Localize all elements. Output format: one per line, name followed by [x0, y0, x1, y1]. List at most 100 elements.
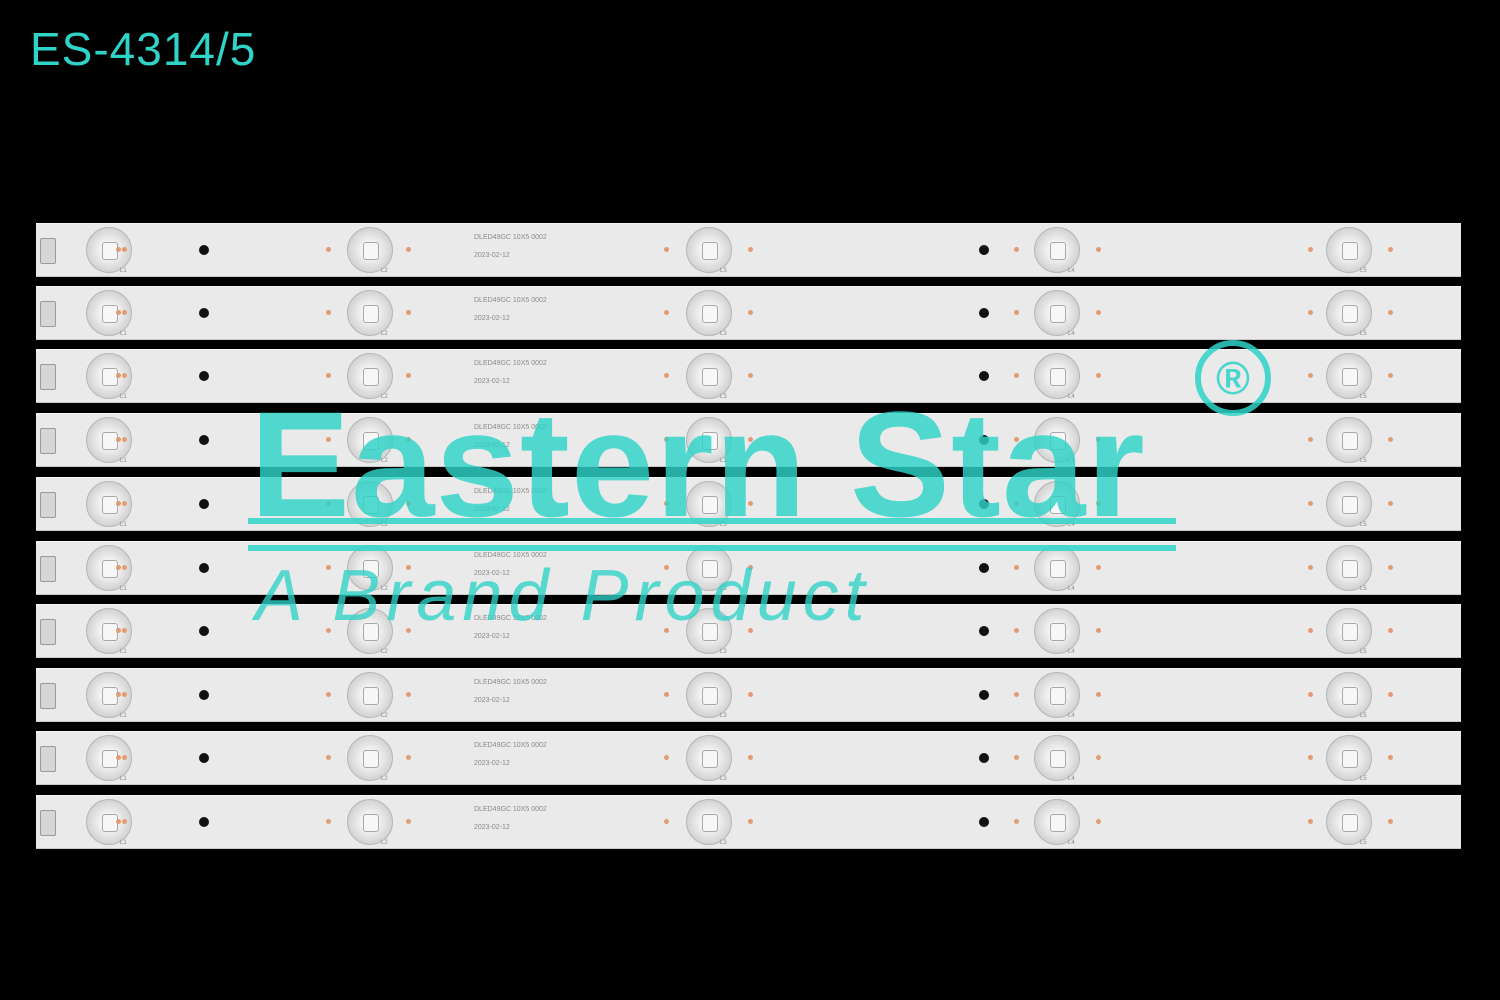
led-lens-icon	[1034, 545, 1080, 591]
solder-pad	[116, 755, 121, 760]
solder-pad	[326, 819, 331, 824]
led-label: L3	[720, 394, 727, 400]
mounting-hole	[199, 435, 209, 445]
solder-pad	[1388, 628, 1393, 633]
led-label: L4	[1068, 840, 1075, 846]
led-label: L4	[1068, 522, 1075, 528]
solder-pad	[1096, 565, 1101, 570]
solder-pad	[1388, 692, 1393, 697]
led-label: L5	[1360, 394, 1367, 400]
led-label: L2	[381, 776, 388, 782]
solder-pad	[1014, 819, 1019, 824]
mounting-hole	[199, 563, 209, 573]
led-lens-icon	[86, 545, 132, 591]
led-label: L4	[1068, 331, 1075, 337]
solder-pad	[1308, 501, 1313, 506]
solder-pad	[122, 501, 127, 506]
led-label: L2	[381, 394, 388, 400]
solder-pad	[748, 437, 753, 442]
led-label: L2	[381, 840, 388, 846]
solder-pad	[1096, 692, 1101, 697]
watermark-tagline: A Brand Product	[255, 556, 871, 636]
solder-pad	[664, 437, 669, 442]
solder-pad	[664, 247, 669, 252]
led-label: L4	[1068, 394, 1075, 400]
led-label: L5	[1360, 776, 1367, 782]
watermark-underline-top	[248, 518, 1176, 524]
led-lens-icon	[686, 735, 732, 781]
led-lens-icon	[1034, 353, 1080, 399]
solder-pad	[406, 819, 411, 824]
led-lens-icon	[686, 227, 732, 273]
solder-pad	[406, 247, 411, 252]
connector-icon	[40, 556, 56, 582]
led-lens-icon	[686, 799, 732, 845]
solder-pad	[1014, 310, 1019, 315]
led-label: L1	[120, 649, 127, 655]
date-silkscreen: 2023-02-12	[474, 442, 510, 449]
connector-icon	[40, 301, 56, 327]
led-lens-icon	[1034, 417, 1080, 463]
solder-pad	[1014, 501, 1019, 506]
led-label: L4	[1068, 268, 1075, 274]
date-silkscreen: 2023-02-12	[474, 697, 510, 704]
led-label: L2	[381, 522, 388, 528]
date-silkscreen: 2023-02-12	[474, 570, 510, 577]
connector-icon	[40, 238, 56, 264]
mounting-hole	[979, 435, 989, 445]
mounting-hole	[979, 245, 989, 255]
solder-pad	[326, 628, 331, 633]
solder-pad	[1014, 373, 1019, 378]
led-lens-icon	[1326, 545, 1372, 591]
mounting-hole	[979, 753, 989, 763]
solder-pad	[1308, 628, 1313, 633]
solder-pad	[1308, 437, 1313, 442]
model-silkscreen: DLED49GC 10X5 0002	[474, 552, 547, 559]
led-label: L2	[381, 331, 388, 337]
solder-pad	[406, 310, 411, 315]
solder-pad	[326, 373, 331, 378]
solder-pad	[326, 247, 331, 252]
solder-pad	[1014, 628, 1019, 633]
led-lens-icon	[1034, 608, 1080, 654]
solder-pad	[1388, 437, 1393, 442]
solder-pad	[748, 819, 753, 824]
mounting-hole	[199, 626, 209, 636]
solder-pad	[326, 310, 331, 315]
solder-pad	[326, 501, 331, 506]
solder-pad	[122, 565, 127, 570]
solder-pad	[116, 692, 121, 697]
led-lens-icon	[1034, 799, 1080, 845]
led-label: L5	[1360, 713, 1367, 719]
solder-pad	[1096, 373, 1101, 378]
model-silkscreen: DLED49GC 10X5 0002	[474, 679, 547, 686]
connector-icon	[40, 364, 56, 390]
registered-mark-icon: ®	[1195, 340, 1271, 416]
solder-pad	[326, 692, 331, 697]
led-lens-icon	[86, 799, 132, 845]
led-label: L5	[1360, 649, 1367, 655]
solder-pad	[1388, 755, 1393, 760]
led-lens-icon	[1326, 799, 1372, 845]
solder-pad	[406, 692, 411, 697]
mounting-hole	[979, 371, 989, 381]
solder-pad	[122, 247, 127, 252]
solder-pad	[1096, 501, 1101, 506]
led-label: L2	[381, 268, 388, 274]
solder-pad	[122, 755, 127, 760]
solder-pad	[748, 692, 753, 697]
mounting-hole	[979, 690, 989, 700]
mounting-hole	[199, 371, 209, 381]
led-label: L3	[720, 713, 727, 719]
model-silkscreen: DLED49GC 10X5 0002	[474, 234, 547, 241]
led-label: L1	[120, 458, 127, 464]
led-lens-icon	[686, 417, 732, 463]
led-label: L3	[720, 649, 727, 655]
solder-pad	[664, 628, 669, 633]
solder-pad	[664, 819, 669, 824]
model-silkscreen: DLED49GC 10X5 0002	[474, 297, 547, 304]
